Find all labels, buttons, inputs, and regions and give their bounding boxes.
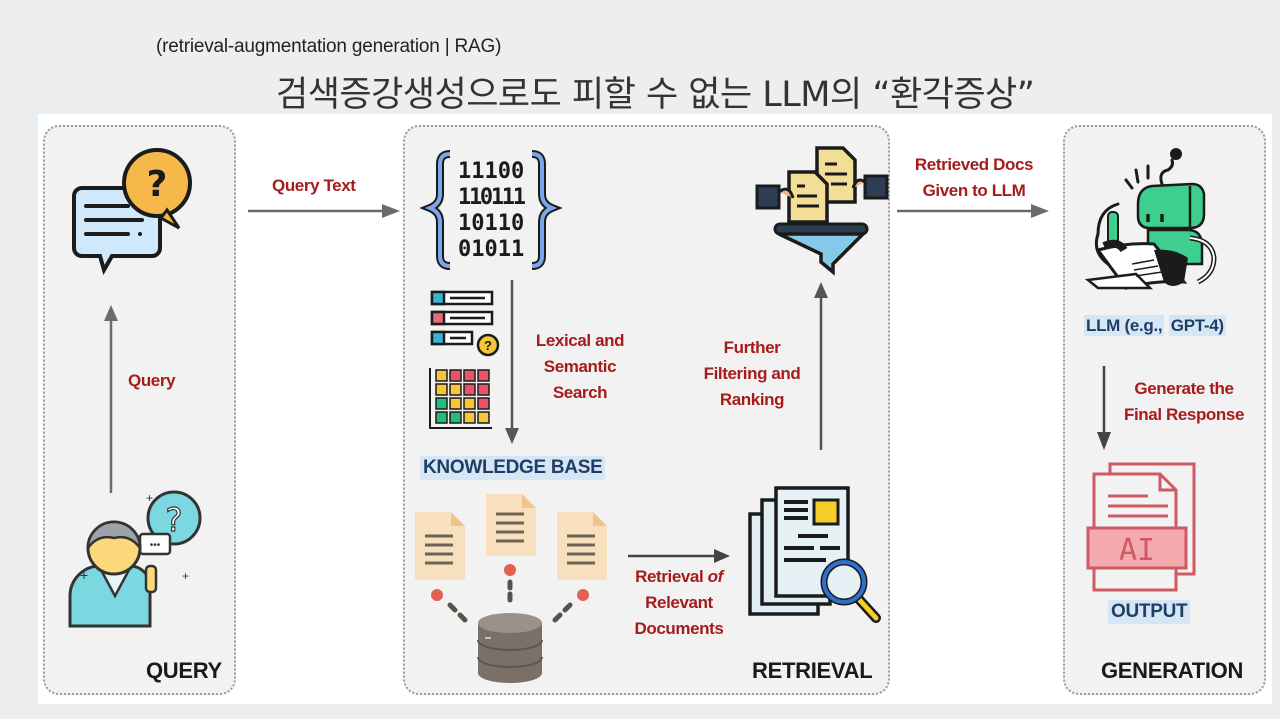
query-up-arrow — [104, 305, 118, 493]
generate-label-line: Final Response — [1123, 405, 1245, 424]
llm-label: LLM (e.g., GPT-4) — [1084, 315, 1226, 336]
matrix-cell — [435, 397, 448, 410]
generate-down-arrow — [1097, 366, 1111, 450]
matrix-cell — [435, 369, 448, 382]
user-question-icon: ? ••• + + + — [68, 490, 202, 628]
matrix-cell — [449, 369, 462, 382]
knowledge-base-label: KNOWLEDGE BASE — [420, 456, 606, 480]
matrix-cell — [435, 411, 448, 424]
generate-label: Generate the Final Response — [1116, 376, 1252, 428]
filter-up-arrow — [814, 282, 828, 450]
matrix-cell — [449, 383, 462, 396]
document-icon — [557, 512, 607, 580]
ai-badge: AI — [1119, 533, 1155, 568]
docs-to-llm-label: Retrieved Docs Given to LLM — [904, 152, 1044, 204]
svg-text:•••: ••• — [150, 540, 161, 551]
retrieve-docs-arrow — [628, 549, 730, 563]
svg-text:?: ? — [166, 501, 183, 539]
svg-text:+: + — [80, 567, 88, 583]
matrix-cell — [435, 383, 448, 396]
retrieve-docs-line: Relevant — [645, 593, 713, 612]
filter-label-line: Further — [723, 338, 781, 357]
matrix-cell — [463, 369, 476, 382]
filter-label-line: Filtering and — [703, 364, 801, 383]
query-text-label: Query Text — [272, 176, 356, 195]
subtitle: (retrieval-augmentation generation | RAG… — [156, 36, 502, 57]
retrieve-docs-line: Documents — [634, 619, 724, 638]
database-icon — [431, 564, 589, 683]
matrix-cell — [463, 411, 476, 424]
filter-funnel-icon — [755, 146, 889, 276]
docs-to-llm-line: Given to LLM — [922, 181, 1026, 200]
search-label-line: Semantic — [543, 357, 617, 376]
stage-label-query: QUERY — [146, 658, 222, 683]
matrix-cell — [477, 397, 490, 410]
search-label-line: Lexical and — [535, 331, 625, 350]
robot-reading-icon — [1084, 148, 1217, 290]
output-label: OUTPUT — [1108, 600, 1191, 624]
svg-text:+: + — [182, 569, 189, 583]
retrieve-docs-line: of — [707, 567, 724, 586]
stage-label-generation: GENERATION — [1101, 658, 1244, 683]
matrix-cell — [449, 397, 462, 410]
docs-to-llm-arrow — [897, 204, 1049, 218]
matrix-grid-icon — [429, 368, 492, 429]
document-icon — [486, 494, 536, 556]
generate-label-line: Generate the — [1134, 379, 1234, 398]
matrix-cell — [477, 383, 490, 396]
retrieve-docs-line: Retrieval — [635, 567, 704, 586]
query-arrow-label: Query — [128, 371, 176, 390]
svg-text:?: ? — [147, 164, 168, 205]
binary-row: 01011 — [458, 237, 524, 262]
binary-row: 10110 — [458, 211, 524, 236]
llm-label-part: GPT-4) — [1168, 315, 1226, 336]
chat-question-icon: ? — [72, 148, 192, 276]
search-down-arrow — [505, 280, 519, 444]
document-icon — [415, 512, 465, 580]
docs-to-llm-line: Retrieved Docs — [914, 155, 1034, 174]
binary-row: 110111 — [458, 185, 526, 210]
checklist-icon: ? — [430, 290, 500, 357]
matrix-cell — [477, 411, 490, 424]
retrieve-docs-label: Retrieval of Relevant Documents — [624, 564, 734, 642]
matrix-cell — [477, 369, 490, 382]
svg-text:+: + — [146, 491, 153, 505]
binary-code-icon: 11100 110111 10110 01011 — [419, 150, 563, 270]
document-search-icon — [748, 486, 881, 623]
llm-label-part: LLM (e.g., — [1084, 315, 1165, 336]
stage-label-retrieval: RETRIEVAL — [752, 658, 873, 683]
filter-label-line: Ranking — [719, 390, 785, 409]
query-text-arrow — [248, 204, 400, 218]
matrix-cell — [449, 411, 462, 424]
page-title: 검색증강생성으로도 피할 수 없는 LLM의 “환각증상” — [276, 75, 1035, 115]
ai-document-icon: AI — [1086, 462, 1196, 592]
matrix-cell — [463, 383, 476, 396]
search-label: Lexical and Semantic Search — [524, 328, 636, 406]
binary-row: 11100 — [458, 159, 524, 184]
matrix-cell — [463, 397, 476, 410]
search-label-line: Search — [552, 383, 608, 402]
filter-label: Further Filtering and Ranking — [700, 335, 804, 413]
svg-text:?: ? — [484, 338, 492, 353]
